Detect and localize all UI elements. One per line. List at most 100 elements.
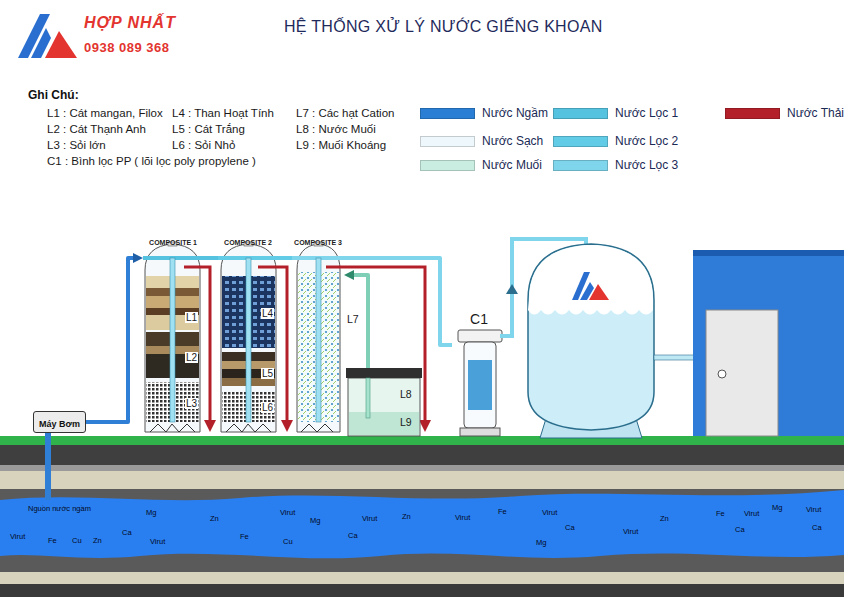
pump-pipe [45,426,51,500]
mineral-label: Virut [542,508,557,517]
legend-text: Nước Ngầm [482,106,548,120]
legend-text: Nước Thải [787,106,844,120]
mineral-label: Zn [93,536,102,545]
ground-layers [0,489,844,572]
notes-heading: Ghi Chú: [28,88,79,102]
brand-name: HỢP NHẤT [84,13,176,32]
legend-text: Nước Lọc 1 [615,106,678,120]
layer-callout: L4 [261,308,274,319]
pp-filter-housing [458,330,502,436]
filter-tank: COMPOSITE 2 [218,231,278,432]
mineral-label: Virut [280,508,295,517]
salt-tank [366,378,370,418]
note-item: L9 : Muối Khoáng [296,139,386,153]
phone-number: 0938 089 368 [84,40,170,56]
mineral-label: Mg [772,503,782,512]
layer-callout: L2 [185,352,198,363]
composite-tank-2 [218,242,278,432]
mineral-label: Zn [402,512,411,521]
composite-tank-2 [246,258,251,422]
mineral-label: Virut [455,513,470,522]
ground-layers [0,490,844,558]
layer-callout: L3 [185,398,198,409]
mineral-label: Ca [565,523,575,532]
mineral-label: Fe [716,509,725,518]
house [693,250,844,436]
water-source-label: Nguồn nước ngầm [28,504,91,513]
house [706,310,778,436]
node-text: L8 [400,388,412,400]
pump-box: Máy Bơm [33,411,86,433]
mineral-label: Virut [806,505,821,514]
layer-callout: L5 [261,368,274,379]
note-item: L7 : Các hạt Cation [296,107,394,121]
mineral-label: Mg [310,516,320,525]
filter-tank: COMPOSITE 1 [143,231,203,432]
house [693,250,844,436]
logo-mark [45,31,77,58]
mineral-label: Virut [362,514,377,523]
legend-text: Nước Muối [482,158,542,172]
mineral-label: Zn [660,514,669,523]
legend-text: Nước Sạch [482,134,543,148]
clean-water-pipe [506,284,518,294]
salt-tank [346,368,422,378]
note-item: L4 : Than Hoạt Tính [172,107,274,121]
pp-filter-housing [468,360,492,410]
logo-mark [18,14,77,58]
storage-tank [589,284,609,300]
legend-swatch [725,108,780,119]
mineral-label: Ca [348,531,358,540]
note-item: L1 : Cát mangan, Filox [47,107,163,121]
note-item: L6 : Sỏi Nhỏ [172,139,235,153]
mineral-label: Fe [48,536,57,545]
legend-text: Nước Lọc 3 [615,158,678,172]
waste-line [184,267,210,420]
composite-tank-1 [170,258,175,422]
mineral-label: Virut [10,532,25,541]
pipe-connector [203,256,218,260]
ground-layers [0,471,844,489]
mineral-label: Virut [150,537,165,546]
pipe-connector [278,256,292,260]
node-text: COMPOSITE 2 [224,238,272,247]
ground-layers [0,436,844,597]
composite-tank-3 [316,258,321,422]
mineral-label: Zn [210,514,219,523]
composite-tank-1 [150,424,195,432]
mineral-label: Cu [283,537,293,546]
salt-tank [346,368,422,436]
salt-tank [348,378,420,436]
pp-filter-housing [460,428,500,436]
salt-tank [349,412,419,435]
diagram-title: HỆ THỐNG XỬ LÝ NƯỚC GIẾNG KHOAN [284,17,603,36]
mineral-label: Mg [536,538,546,547]
ground-layers [0,445,844,465]
composite-tank-2 [221,244,276,432]
pp-filter-housing [458,330,502,342]
node-text: L9 [400,416,412,428]
mineral-label: Mg [146,508,156,517]
mineral-label: Virut [623,527,638,536]
ground-layers [0,572,844,584]
mineral-label: Fe [498,507,507,516]
house [718,370,726,378]
note-item: L2 : Cát Thạnh Anh [47,123,146,137]
layer-callout: L1 [185,312,198,323]
waste-line [419,420,431,432]
node-text: COMPOSITE 3 [294,238,342,247]
pp-filter-housing [464,342,496,428]
ground-layers [0,436,844,445]
mineral-label: Ca [735,525,745,534]
note-item: L3 : Sỏi lớn [47,139,106,153]
storage-tank [528,244,654,430]
mineral-label: Ca [122,528,132,537]
legend-swatch [420,108,475,119]
salt-tank: L8L9 [346,368,422,436]
node-text: Máy Bơm [39,419,80,430]
waste-line [204,420,216,432]
house [693,250,844,256]
legend-swatch [420,136,475,147]
note-item: C1 : Bình lọc PP ( lõi lọc poly propylen… [47,155,256,169]
